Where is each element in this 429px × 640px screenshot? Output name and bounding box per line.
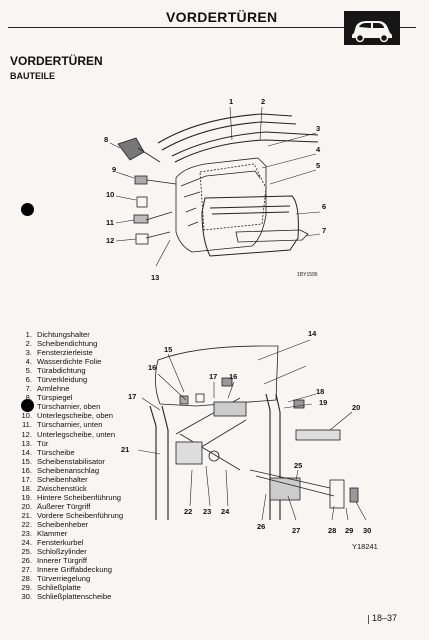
callouts-top: 1 2 3 4 5 6 7 8 9 10 11 12 13 1BY1595 bbox=[104, 97, 326, 282]
list-item: 8.Türspiegel bbox=[25, 393, 73, 403]
window-seal-strips bbox=[157, 113, 319, 163]
page-header-title: VORDERTÜREN bbox=[166, 9, 278, 25]
list-item: 10.Unterlegscheibe, oben bbox=[21, 411, 113, 421]
list-item: 24.Fensterkurbel bbox=[21, 538, 84, 548]
callout-10: 10 bbox=[106, 190, 114, 199]
callout-1: 1 bbox=[229, 97, 233, 106]
figure-top-code: 1BY1595 bbox=[297, 272, 318, 278]
section-subtitle: BAUTEILE bbox=[10, 71, 55, 81]
punch-hole-top bbox=[21, 203, 34, 216]
callout-21: 21 bbox=[121, 445, 129, 454]
footer-divider bbox=[368, 615, 369, 624]
page-number: 18–37 bbox=[372, 613, 398, 623]
callout-22: 22 bbox=[184, 507, 192, 516]
callout-17a: 17 bbox=[128, 392, 136, 401]
callout-20: 20 bbox=[352, 403, 360, 412]
list-item: 13.Tür bbox=[21, 438, 49, 448]
callout-3: 3 bbox=[316, 124, 320, 133]
outer-handle bbox=[295, 429, 341, 441]
header-divider bbox=[8, 27, 416, 28]
list-item: 30.Schließplattenscheibe bbox=[21, 592, 112, 602]
list-item: 3.Fensterzierleiste bbox=[25, 348, 93, 358]
callout-6: 6 bbox=[322, 202, 326, 211]
callout-19: 19 bbox=[319, 398, 327, 407]
list-item: 25.Schloßzylinder bbox=[21, 547, 87, 557]
callout-9: 9 bbox=[112, 165, 116, 174]
list-item: 15.Scheibenstabilisator bbox=[21, 456, 105, 466]
punch-hole-bottom bbox=[21, 399, 34, 412]
callout-8: 8 bbox=[104, 135, 108, 144]
parts-list: 1.Dichtungshalter 2.Scheibendichtung 3.F… bbox=[12, 330, 123, 601]
callout-4: 4 bbox=[316, 145, 321, 154]
list-item: 21.Vordere Scheibenführung bbox=[21, 510, 124, 520]
callout-11: 11 bbox=[106, 218, 114, 227]
callouts-bottom: 14 15 16 17 17 16 18 19 20 21 22 23 24 2… bbox=[121, 329, 371, 535]
list-item: 26.Innerer Türgriff bbox=[21, 556, 87, 566]
front-window-guide bbox=[149, 405, 169, 520]
list-item: 20.Äußerer Türgriff bbox=[21, 501, 91, 511]
callout-17b: 17 bbox=[209, 372, 217, 381]
callout-24: 24 bbox=[221, 507, 230, 516]
list-item: 27.Innere Griffabdeckung bbox=[21, 565, 113, 575]
callout-26: 26 bbox=[257, 522, 265, 531]
door-trim-panel bbox=[201, 195, 299, 257]
callout-30: 30 bbox=[363, 526, 371, 535]
figure-bottom-code: Y18241 bbox=[352, 542, 378, 551]
callout-27: 27 bbox=[292, 526, 300, 535]
callout-7: 7 bbox=[322, 226, 326, 235]
callout-13: 13 bbox=[151, 273, 159, 282]
list-item: 7.Armlehne bbox=[25, 384, 70, 394]
callout-16a: 16 bbox=[148, 363, 156, 372]
door-mirror bbox=[117, 137, 161, 163]
list-item: 19.Hintere Scheibenführung bbox=[21, 492, 122, 502]
window-regulator bbox=[175, 397, 247, 471]
list-item: 1.Dichtungshalter bbox=[25, 330, 90, 339]
list-item: 16.Scheibenanschlag bbox=[21, 465, 100, 475]
list-item: 28.Türverriegelung bbox=[21, 574, 91, 584]
window-stabilizers bbox=[179, 377, 305, 409]
lock-mechanism bbox=[249, 469, 359, 509]
leader-lines-bottom bbox=[137, 339, 367, 521]
callout-18: 18 bbox=[316, 387, 324, 396]
hinge-parts bbox=[133, 175, 177, 245]
door-outer-panel bbox=[175, 157, 267, 253]
car-icon-graphic bbox=[352, 21, 392, 43]
list-item: 17.Scheibenhalter bbox=[21, 474, 88, 484]
callout-2: 2 bbox=[261, 97, 265, 106]
list-item: 22.Scheibenheber bbox=[21, 519, 89, 529]
list-item: 2.Scheibendichtung bbox=[25, 339, 98, 349]
section-title: VORDERTÜREN bbox=[10, 54, 103, 68]
list-item: 4.Wasserdichte Folie bbox=[25, 357, 102, 367]
list-item: 9.Türscharnier, oben bbox=[25, 402, 101, 412]
leader-lines-top bbox=[109, 106, 321, 267]
list-item: 18.Zwischenstück bbox=[21, 483, 87, 493]
callout-25: 25 bbox=[294, 461, 302, 470]
list-item: 14.Türscheibe bbox=[21, 447, 75, 457]
door-glass bbox=[155, 345, 279, 407]
list-item: 23.Klammer bbox=[21, 529, 68, 539]
callout-12: 12 bbox=[106, 236, 114, 245]
callout-5: 5 bbox=[316, 161, 320, 170]
car-icon bbox=[344, 11, 400, 45]
callout-14: 14 bbox=[308, 329, 317, 338]
callout-28: 28 bbox=[328, 526, 336, 535]
list-item: 12.Unterlegscheibe, unten bbox=[21, 429, 116, 439]
rear-window-guide bbox=[265, 393, 281, 520]
list-item: 5.Türabdichtung bbox=[25, 366, 86, 376]
callout-29: 29 bbox=[345, 526, 353, 535]
list-item: 6.Türverkleidung bbox=[25, 375, 88, 385]
waterproof-sheet bbox=[199, 163, 267, 231]
callout-15a: 15 bbox=[164, 345, 172, 354]
callout-23: 23 bbox=[203, 507, 211, 516]
armrest bbox=[235, 229, 309, 243]
callout-16b: 16 bbox=[229, 372, 237, 381]
list-item: 11.Türscharnier, unten bbox=[22, 420, 103, 430]
list-item: 29.Schließplatte bbox=[21, 583, 81, 593]
